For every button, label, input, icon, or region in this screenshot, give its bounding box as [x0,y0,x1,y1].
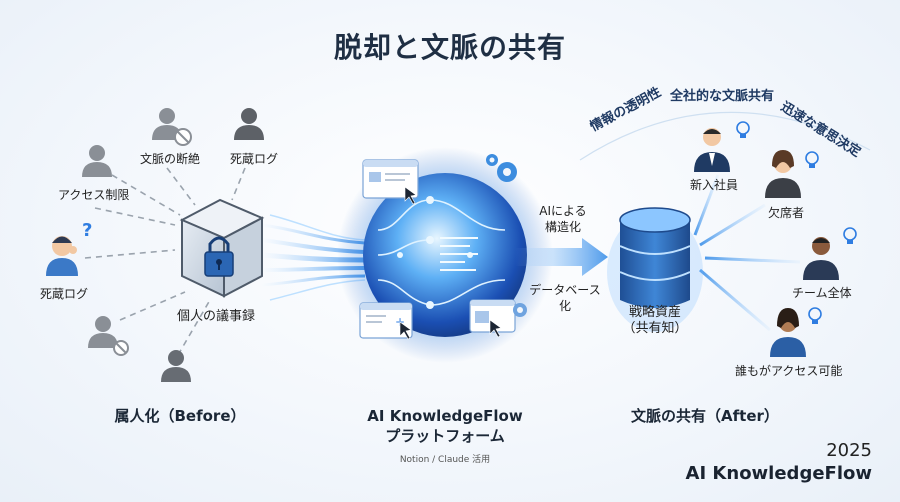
label-broken-context: 文脈の断絶 [140,152,201,166]
caption-platform: AI KnowledgeFlow プラットフォーム [367,407,523,445]
label-absentee: 欠席者 [768,206,805,220]
gear-icon [513,303,527,317]
person-icon [82,145,112,177]
app-window-icon [362,159,419,205]
lightbulb-icon [805,151,819,168]
question-mark: ? [82,220,93,241]
person-icon [770,308,806,357]
label-dead-log-left: 死蔵ログ [40,287,89,301]
broken-links [84,167,246,356]
app-window-icon [469,299,516,338]
app-window-icon: + [359,302,413,340]
brand-name: AI KnowledgeFlow [685,463,872,484]
share-rays [693,174,801,332]
database-icon [607,207,703,332]
confused-person-icon [46,236,78,276]
label-ai-structuring: AIによる 構造化 [539,204,587,234]
label-personal-minutes: 個人の議事録 [177,309,256,324]
arc-line [579,111,871,161]
gear-icon [486,154,517,182]
doc-lines [440,237,478,271]
brand-year: 2025 [826,440,872,461]
label-database: データベース 化 [529,283,601,313]
person-icon [694,128,730,172]
blocked-icon [174,128,192,146]
person-icon [161,350,191,382]
locked-box-icon [179,198,265,298]
lightbulb-icon [843,227,857,244]
label-new-employee: 新入社員 [690,178,739,192]
person-icon [765,150,801,198]
page-title: 脱却と文脈の共有 [333,31,566,64]
label-access-restriction: アクセス制限 [58,188,130,202]
label-team: チーム全体 [792,286,852,300]
caption-after: 文脈の共有（After） [631,407,779,425]
lightbulb-icon [736,121,750,138]
flow-arrow [515,238,608,276]
label-anyone: 誰もがアクセス可能 [735,364,843,378]
label-strategic-asset: 戦略資産 （共有知） [622,305,688,336]
person-icon [88,316,118,348]
lightbulb-icon [808,307,822,324]
arc-text: 全社的な文脈共有 [670,89,775,104]
flow-lines [377,199,506,306]
blocked-icon [113,340,129,356]
person-icon [234,108,264,140]
label-dead-log-top: 死蔵ログ [230,152,279,166]
caption-before: 属人化（Before） [114,407,246,425]
person-icon [803,237,839,280]
caption-platform-sub: Notion / Claude 活用 [399,455,491,465]
